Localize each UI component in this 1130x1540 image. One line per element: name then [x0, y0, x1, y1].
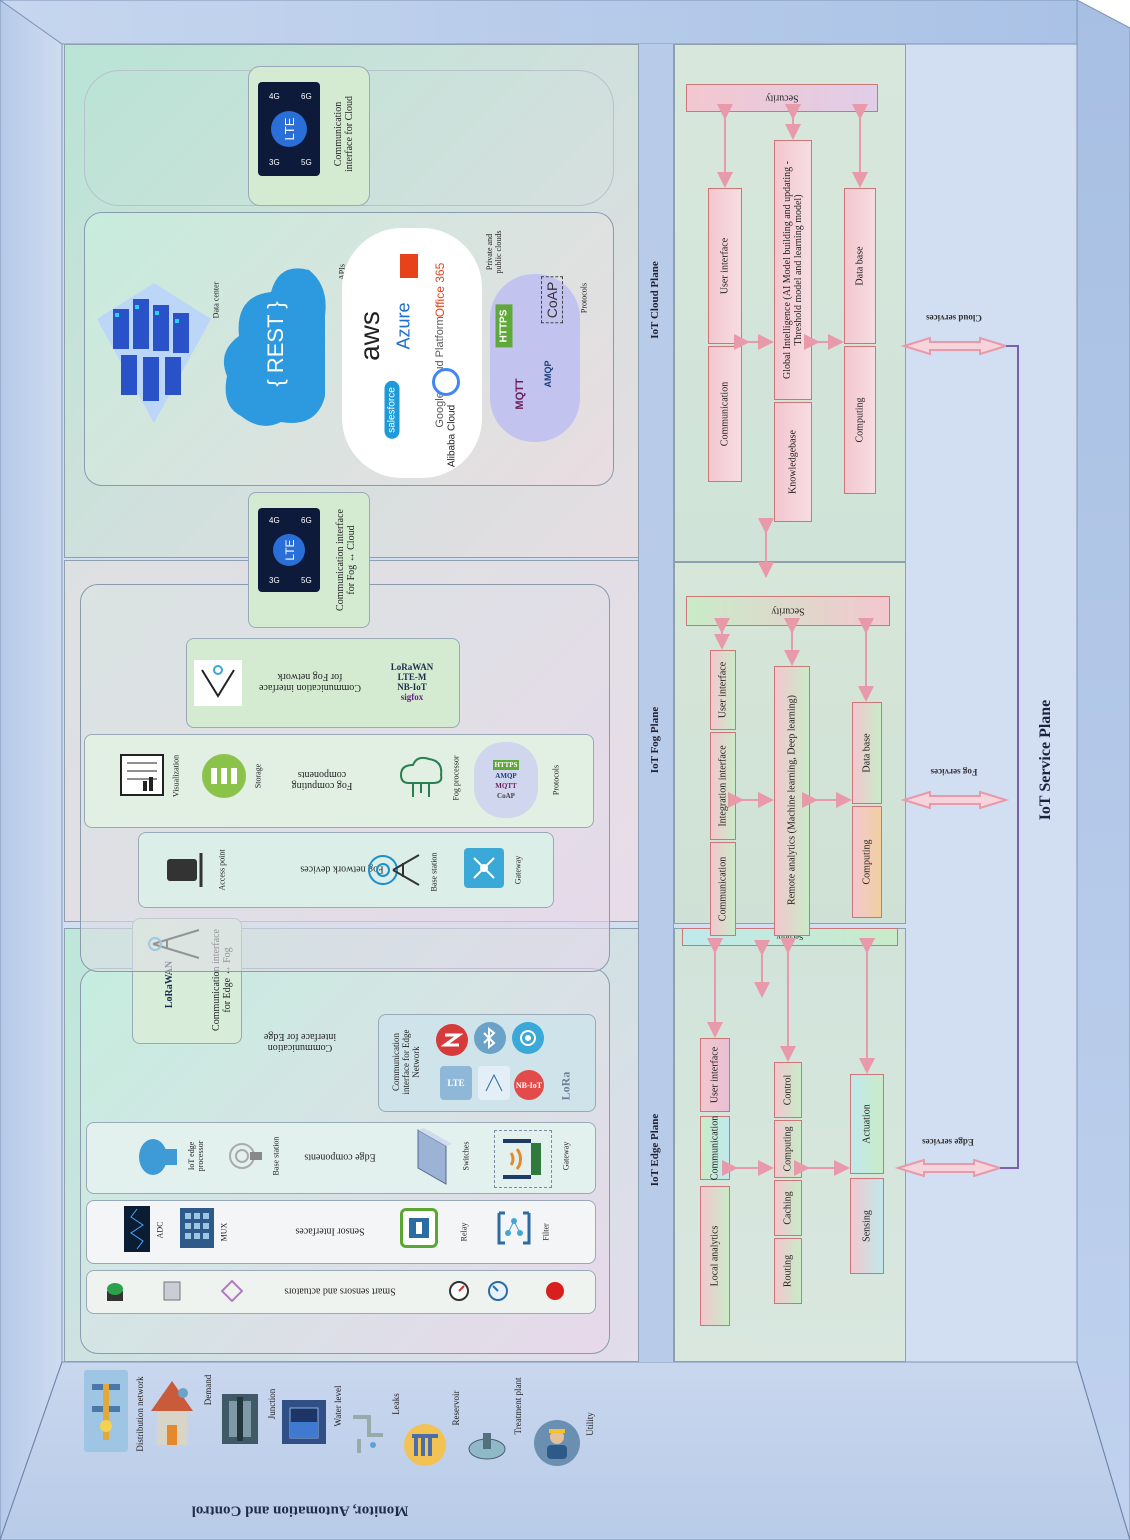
- edge-routing-box: [774, 1238, 802, 1304]
- fog-database-box: [852, 702, 882, 804]
- fog-ltem-badge: LTE-M: [397, 672, 427, 682]
- junction-icon: [222, 1394, 258, 1444]
- domain-strip: Distribution network Demand Junction Wat…: [82, 1364, 642, 1474]
- lte-badge-icon: LTE: [440, 1066, 472, 1100]
- house-icon: [146, 1374, 198, 1450]
- gauge-icon: [448, 1278, 470, 1304]
- fog-computing-box: [852, 806, 882, 918]
- fog-gateway-icon: [464, 848, 504, 888]
- edge-local-analytics-box: [700, 1186, 730, 1326]
- svg-text:3G: 3G: [269, 576, 280, 585]
- visualization-icon: [118, 752, 166, 798]
- storage-icon: [202, 754, 246, 798]
- fog-protocol-mqtt: MQTT: [495, 782, 517, 790]
- fog-protocol-coap: CoAP: [497, 792, 515, 800]
- svg-text:5G: 5G: [301, 158, 312, 167]
- svg-text:3G: 3G: [269, 158, 280, 167]
- fog-services-label: Fog services: [930, 767, 978, 777]
- edge-gateway-icon: [494, 1130, 552, 1188]
- edge-sensing-box: [850, 1178, 884, 1274]
- tank-icon: [282, 1400, 326, 1444]
- cloud-security-bar: [686, 84, 878, 112]
- fog-lorawan-badge: LoRaWAN: [390, 662, 434, 672]
- fog-protocol-https: HTTPS: [492, 760, 520, 770]
- reservoir-icon: [404, 1424, 446, 1466]
- base-station-icon: [222, 1134, 262, 1178]
- fog-protocol-amqp: AMQP: [495, 772, 517, 780]
- adc-icon: [124, 1206, 150, 1252]
- edge-actuation-box: [850, 1074, 884, 1174]
- edge-control-box: [774, 1062, 802, 1118]
- sensor-interfaces-card: [86, 1200, 596, 1264]
- fog-sigfox-badge: sigfox: [400, 692, 424, 702]
- edge-caching-box: [774, 1180, 802, 1236]
- cloud-lte-icon: LTE 3G 5G 4G 6G: [258, 82, 320, 176]
- fog-lora-stack-icon: LoRaWAN LTE-M NB-IoT sigfox: [384, 648, 440, 716]
- data-center-icon: [92, 278, 216, 428]
- svg-text:6G: 6G: [301, 516, 312, 525]
- fog-nbiot-badge: NB-IoT: [397, 682, 427, 692]
- utility-worker-icon: [534, 1420, 580, 1466]
- svg-text:LTE: LTE: [282, 117, 297, 140]
- svg-text:5G: 5G: [301, 576, 312, 585]
- svg-text:4G: 4G: [269, 516, 280, 525]
- edge-user-interface-box: [700, 1038, 730, 1112]
- wifi-icon: [512, 1022, 544, 1054]
- fog-lpwan-icon: [194, 660, 242, 706]
- signal-icon: [478, 1066, 510, 1100]
- cloud-communication-box: [708, 346, 742, 482]
- office-icon: [400, 254, 418, 278]
- cloud-user-interface-box: [708, 188, 742, 344]
- gcp-icon: [432, 368, 460, 396]
- alarm-button-icon: [544, 1280, 566, 1302]
- mux-icon: [180, 1208, 214, 1248]
- push-button-icon: [104, 1278, 126, 1304]
- leak-icon: [348, 1412, 388, 1456]
- fog-communication-box: [710, 842, 736, 936]
- svg-text:4G: 4G: [269, 92, 280, 101]
- cloud-database-box: [844, 188, 876, 344]
- edge-services-label: Edge services: [922, 1137, 974, 1147]
- svg-text:6G: 6G: [301, 92, 312, 101]
- network-switch-icon: [410, 1126, 454, 1188]
- zigbee-icon: [436, 1024, 468, 1056]
- fog-base-station-icon: [362, 840, 422, 900]
- access-point-icon: [160, 846, 208, 892]
- fog-cloud-lte-icon: LTE 3G 5G 4G 6G: [258, 508, 320, 592]
- fog-protocols-cloud-icon: HTTPS AMQP MQTT CoAP: [474, 742, 538, 818]
- fog-integration-box: [710, 732, 736, 840]
- cloud-computing-box: [844, 346, 876, 494]
- plane-label-strip: [638, 44, 674, 1362]
- bluetooth-icon: [474, 1022, 506, 1054]
- pressure-meter-icon: [486, 1278, 510, 1304]
- fog-processor-icon: [398, 752, 446, 802]
- pipe-network-icon: [84, 1370, 128, 1452]
- relay-icon: [400, 1208, 438, 1248]
- cloud-global-intelligence-box: [774, 140, 812, 400]
- sensor-chip-icon: [220, 1278, 244, 1304]
- cloud-knowledgebase-box: [774, 402, 812, 522]
- filter-icon: [494, 1208, 534, 1248]
- cloud-processor-icon: [130, 1130, 180, 1182]
- cloud-protocols-icon: [490, 274, 580, 442]
- cloud-services-label: Cloud services: [926, 313, 982, 323]
- fog-user-interface-box: [710, 650, 736, 730]
- svg-text:LTE: LTE: [283, 539, 297, 560]
- nbiot-badge-icon: NB-IoT: [514, 1070, 544, 1100]
- limit-switch-icon: [160, 1278, 184, 1304]
- treatment-plant-icon: [464, 1426, 510, 1466]
- rest-cloud-icon: [220, 256, 330, 432]
- edge-components-card: [86, 1122, 596, 1194]
